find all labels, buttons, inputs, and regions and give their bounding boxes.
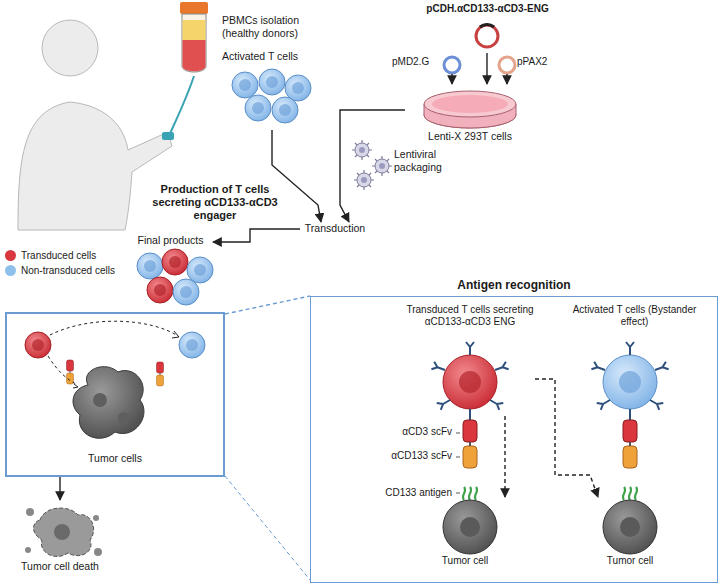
part-label: αCD3 scFv [360, 426, 452, 438]
connector [272, 130, 321, 222]
node-label: pPAX2 [517, 56, 562, 68]
tumor-node: Tumor cell [580, 497, 680, 573]
node-label: Tumor cell [415, 555, 515, 567]
connector [504, 416, 505, 497]
connector [486, 53, 487, 84]
legend-row: Transduced cells [5, 250, 115, 261]
legend: Transduced cellsNon-transduced cells [5, 250, 115, 280]
plasmid [444, 24, 515, 73]
node-label: Tumor cell death [5, 560, 115, 573]
panel-border [310, 296, 718, 583]
connector [535, 379, 598, 497]
node-label: Activated T cells (Bystander effect) [572, 304, 697, 328]
tumor-node: Tumor cell [415, 497, 515, 573]
step-label: PBMCs isolation (healthy donors) [222, 14, 332, 39]
legend-text: Transduced cells [21, 250, 96, 261]
plasmid-node: pMD2.G [392, 56, 464, 74]
node-label: Final products [128, 234, 213, 247]
culture-dish [424, 91, 516, 128]
plasmid-node: pPAX2 [497, 56, 562, 74]
cell-group: Activated T cells [222, 50, 322, 130]
legend-text: Non-transduced cells [21, 265, 115, 276]
panel: Antigen recognitionTransduced T cells se… [310, 278, 718, 583]
cell-node: Activated T cells (Bystander effect) [572, 304, 697, 416]
zoom-line [225, 476, 310, 580]
dead-tumor-cell [25, 508, 102, 556]
t-cell-cluster [232, 69, 311, 123]
node-label: Transduced T cells secreting αCD133-αCD3… [405, 304, 535, 328]
node-label: Antigen recognition [310, 278, 718, 292]
legend-swatch [5, 250, 16, 261]
engager-scene [431, 342, 668, 554]
legend-row: Non-transduced cells [5, 265, 115, 276]
cell-node: Transduced T cells secreting αCD133-αCD3… [405, 304, 535, 416]
node-label: pMD2.G [392, 56, 464, 68]
killing-scene [25, 321, 205, 438]
cell-group: Final products [128, 234, 213, 306]
node-label: Lenti-X 293T cells [405, 130, 535, 143]
dish-node: Lenti-X 293T cells [405, 84, 535, 150]
figure-title: Production of T cells secreting αCD133-α… [145, 183, 285, 223]
part-label: CD133 antigen [340, 487, 452, 499]
virus-node: Lentiviral packaging [350, 140, 460, 190]
connector [225, 296, 310, 314]
plasmid-node: pCDH.αCD133-αCD3-ENG [415, 3, 560, 53]
blood-tube [180, 2, 208, 72]
node-label: pCDH.αCD133-αCD3-ENG [415, 3, 560, 15]
connector [59, 477, 60, 500]
node-label: PBMCs isolation (healthy donors) [222, 14, 332, 39]
node-label: Production of T cells secreting αCD133-α… [145, 183, 285, 223]
connector [213, 229, 300, 242]
node-label: Tumor cells [7, 452, 223, 465]
node-label: Tumor cell [580, 555, 680, 567]
node-label: Activated T cells [222, 50, 322, 63]
part-label: αCD133 scFv [360, 450, 452, 462]
dead-cell-node: Tumor cell death [5, 500, 115, 576]
lentivirus [352, 140, 392, 190]
connector [451, 74, 452, 84]
legend-swatch [5, 265, 16, 276]
step-label: Transduction [300, 222, 370, 235]
final-cells [137, 249, 213, 305]
node-label: Lentiviral packaging [394, 148, 460, 173]
node-label: Transduction [300, 222, 370, 235]
connector [506, 74, 507, 84]
zoom-panel: Tumor cells [5, 312, 225, 477]
